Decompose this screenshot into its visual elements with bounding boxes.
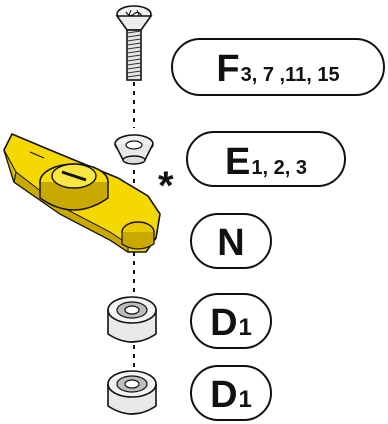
arm-part-callout: N xyxy=(190,213,272,269)
arm-part-letter: N xyxy=(217,222,245,264)
swing-arm-part xyxy=(3,132,161,253)
bearing-top-letter: D xyxy=(210,302,238,344)
bearing-bottom-number: 1 xyxy=(238,386,252,413)
ball-bearing-part xyxy=(107,370,157,415)
countersunk-washer-part xyxy=(114,134,154,165)
washer-part-numbers: 1, 2, 3 xyxy=(251,157,307,179)
bearing-bottom-letter: D xyxy=(210,374,238,416)
screw-part-letter: F xyxy=(216,48,240,90)
screw-part-numbers: 3, 7 ,11, 15 xyxy=(240,64,340,86)
bearing-top-number: 1 xyxy=(238,314,252,341)
ball-bearing-part xyxy=(107,296,157,343)
countersunk-screw-part xyxy=(115,5,153,81)
note-asterisk: * xyxy=(158,164,174,208)
washer-part-letter: E xyxy=(225,141,251,183)
